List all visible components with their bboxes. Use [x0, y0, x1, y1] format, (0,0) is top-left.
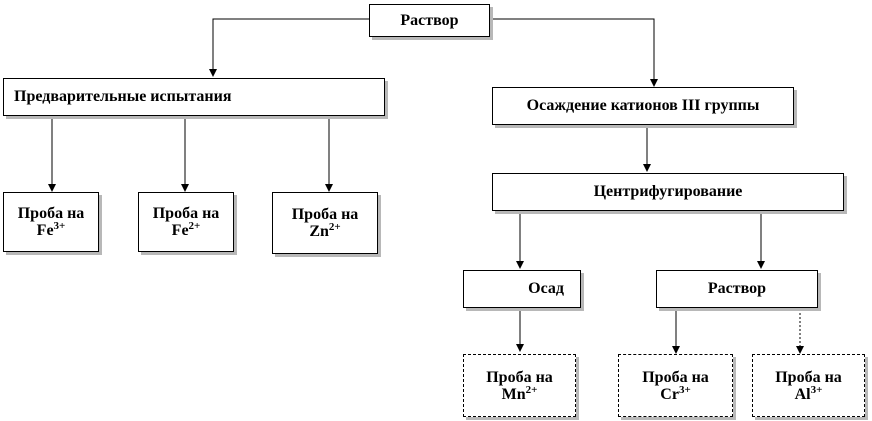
connector-root-right [490, 18, 658, 87]
node-solution: Раствор [656, 270, 818, 308]
node-centrifugation: Центрифугирование [492, 173, 844, 211]
probe-ion: Fe2+ [171, 220, 201, 240]
probe-ion: Zn2+ [309, 221, 341, 241]
node-probe-fe3: Проба на Fe3+ [3, 192, 99, 252]
node-probe-al3: Проба на Al3+ [752, 354, 865, 417]
node-probe-zn2: Проба на Zn2+ [272, 192, 378, 254]
probe-ion: Fe3+ [36, 220, 66, 240]
node-precipitate: Осад [463, 270, 581, 308]
probe-prefix: Проба на [17, 205, 85, 222]
node-probe-mn2: Проба на Mn2+ [463, 354, 576, 417]
probe-prefix: Проба на [152, 205, 220, 222]
node-label: Раствор [400, 11, 459, 29]
node-probe-fe2: Проба на Fe2+ [138, 192, 234, 252]
node-preliminary-tests: Предварительные испытания [3, 78, 385, 116]
probe-prefix: Проба на [642, 368, 709, 386]
probe-ion: Cr3+ [660, 383, 691, 403]
node-label: Осаждение катионов III группы [526, 97, 760, 114]
probe-ion: Mn2+ [501, 383, 538, 403]
node-label: Осад [528, 280, 564, 297]
node-group3-precipitation: Осаждение катионов III группы [492, 87, 794, 125]
node-root-solution: Раствор [369, 4, 490, 37]
probe-prefix: Проба на [775, 368, 842, 386]
probe-prefix: Проба на [291, 206, 359, 223]
node-label: Предварительные испытания [14, 88, 232, 105]
node-label: Раствор [707, 280, 767, 297]
connector-root-left [209, 18, 369, 77]
probe-ion: Al3+ [794, 383, 823, 403]
node-probe-cr3: Проба на Cr3+ [618, 354, 733, 417]
node-label: Центрифугирование [593, 183, 743, 200]
probe-prefix: Проба на [486, 368, 553, 386]
